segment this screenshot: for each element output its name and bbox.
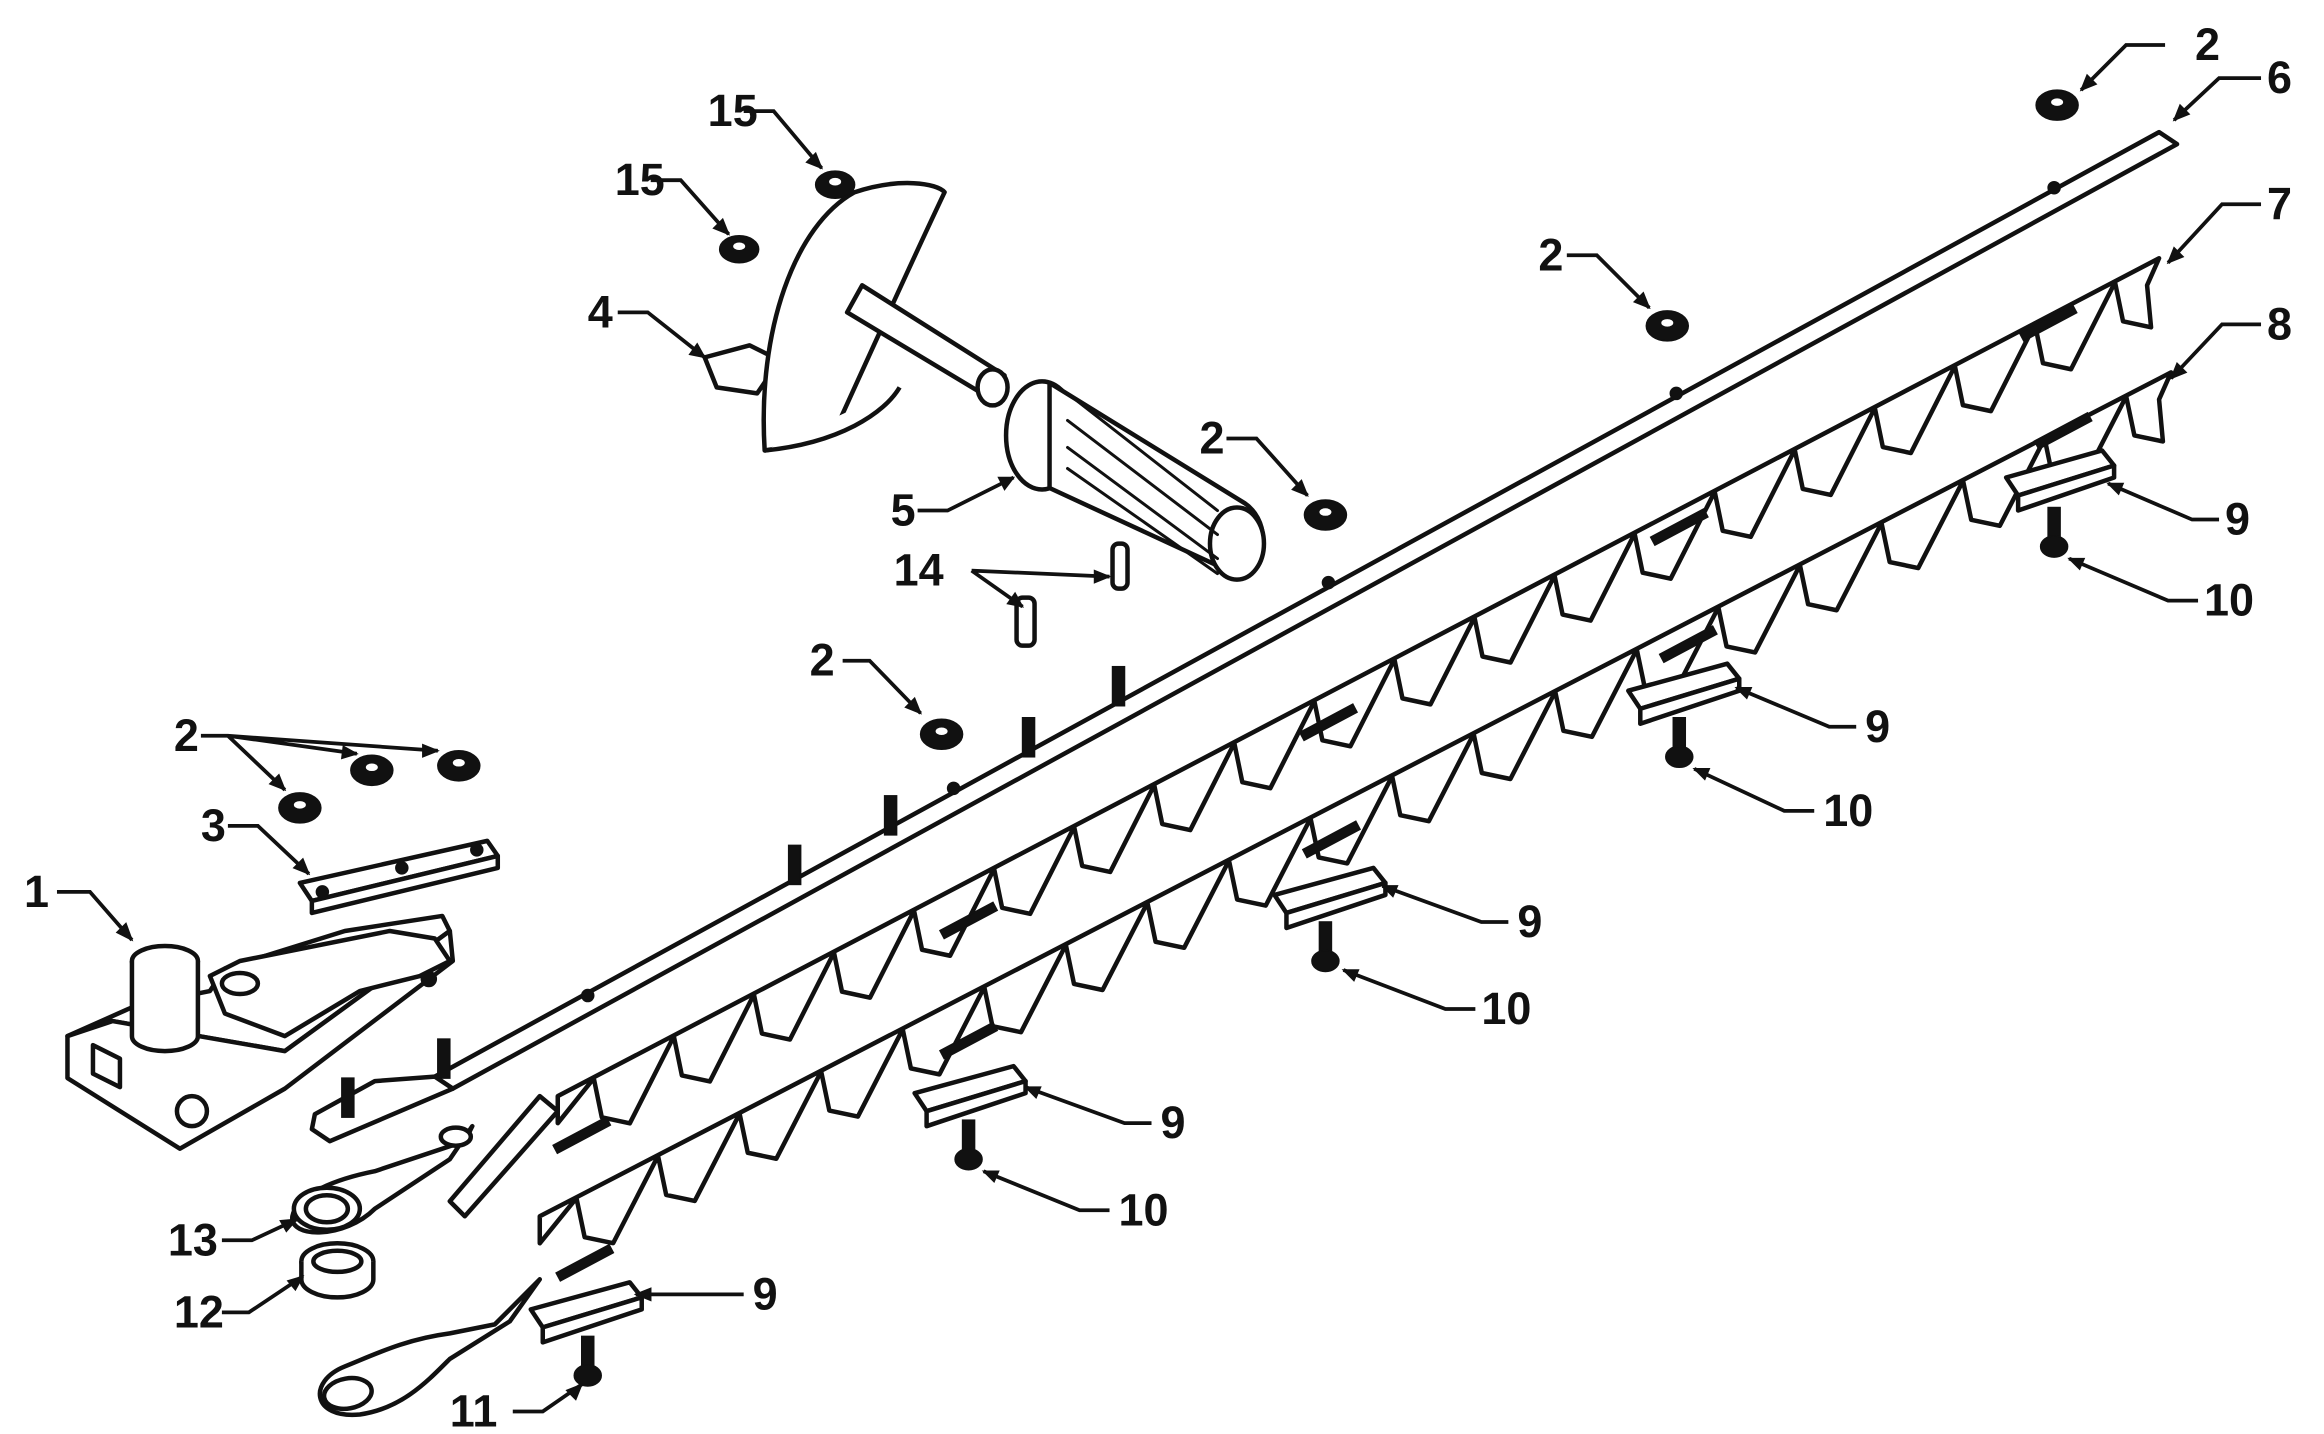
callout-9: 9 [2225,494,2250,545]
leader-lines [56,43,2262,1414]
callout-14: 14 [894,545,944,596]
part-1-gear-housing [65,913,456,1151]
part-4-front-handle [702,180,1010,453]
part-9-plate-a [2003,448,2117,513]
callout-9: 9 [1865,701,1890,752]
part-9-plate-d [912,1063,1028,1129]
blade-studs [341,665,1126,1118]
nut-2-f [437,750,481,782]
callout-4: 4 [588,286,613,337]
callout-6: 6 [2267,52,2292,103]
part-9-plate-e [528,1280,644,1345]
callout-10: 10 [1481,983,1531,1034]
callout-10: 10 [2204,575,2254,626]
callout-10: 10 [1823,785,1873,836]
part-6-blade-bar [309,129,2180,1144]
part-12-bushing [299,1241,376,1300]
callout-9: 9 [1517,896,1542,947]
callout-9: 9 [1161,1097,1186,1148]
nut-2-d [919,718,964,751]
part-8-lower-blade [317,370,2174,1418]
callout-8: 8 [2267,298,2292,349]
callout-12: 12 [174,1286,224,1337]
callout-13: 13 [168,1214,218,1265]
callout-7: 7 [2267,178,2292,229]
callout-15: 15 [708,85,758,136]
callout-1: 1 [24,866,49,917]
part-13-connecting-rod [290,1123,475,1235]
callout-2: 2 [1199,412,1224,463]
part-14-pins [1014,541,1130,648]
callout-2: 2 [174,710,199,761]
part-7-upper-blade [447,256,2162,1219]
nut-2-b [1645,310,1690,342]
part-9-plate-c [1272,865,1388,931]
callout-10: 10 [1119,1184,1169,1235]
nut-2-e [350,754,394,787]
blade7-slots [552,303,2078,1155]
nut-2-a [2035,89,2079,121]
nut-2-c [1303,499,1348,531]
callout-5: 5 [891,485,916,536]
callout-15: 15 [615,154,665,205]
nuts [278,89,2079,824]
guide-plates [528,448,2117,1345]
callout-2: 2 [1538,229,1563,280]
callout-2: 2 [810,635,835,686]
callout-9: 9 [753,1268,778,1319]
nut-2-g [278,792,322,824]
blade8-slots [555,411,2093,1282]
callout-3: 3 [201,800,226,851]
part-5-grip [1003,379,1267,582]
callout-labels: 1 2 2 2 2 2 3 4 5 6 7 8 9 9 9 9 9 10 10 … [24,19,2292,1434]
nut-15-b [718,234,760,264]
part-3-plate [297,838,501,916]
callout-11: 11 [450,1385,498,1434]
screws [573,506,2069,1387]
callout-2: 2 [2195,19,2220,70]
nut-15-a [814,170,856,199]
